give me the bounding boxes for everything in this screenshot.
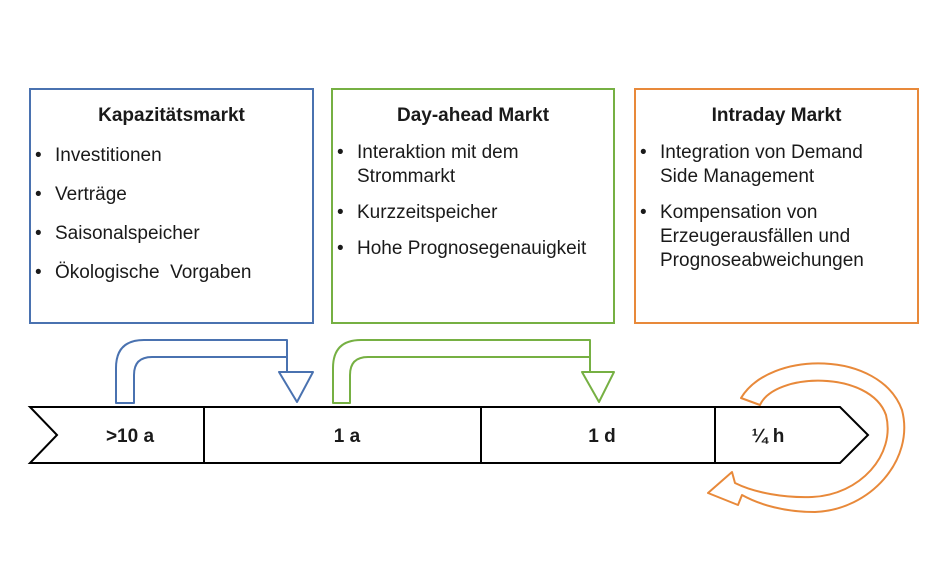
list-item: Kompensation von Erzeugerausfällen und P… [636,201,885,273]
market-item-list: Interaktion mit dem Strommarkt Kurzzeits… [333,141,613,261]
list-item: Ökologische Vorgaben [31,261,312,285]
market-title: Intraday Markt [711,105,842,126]
list-item: Hohe Prognosegenauigkeit [333,237,613,261]
market-item-list: Integration von Demand Side Management K… [636,141,917,273]
timeline-label-1a: 1 a [333,426,361,447]
market-title: Day-ahead Markt [396,105,550,126]
market-box-capacity: Kapazitätsmarkt Investitionen Verträge S… [29,88,314,324]
market-title: Kapazitätsmarkt [98,105,245,126]
market-item-list: Investitionen Verträge Saisonalspeicher … [31,144,312,285]
list-item: Integration von Demand Side Management [636,141,900,189]
list-item: Interaktion mit dem Strommarkt [333,141,557,189]
list-item: Saisonalspeicher [31,222,312,246]
green-transition-arrow [332,339,615,404]
orange-cycle-arrow [707,362,906,513]
blue-transition-arrow [115,339,314,404]
list-item: Verträge [31,183,312,207]
timeline-label-quarter-hour: ¼ h [751,426,785,447]
list-item: Kurzzeitspeicher [333,201,613,225]
timeline-label-1d: 1 d [588,426,616,447]
timeline-arrow [27,406,870,464]
market-box-intraday: Intraday Markt Integration von Demand Si… [634,88,919,324]
timeline-label-10a: >10 a [105,426,155,447]
market-box-day-ahead: Day-ahead Markt Interaktion mit dem Stro… [331,88,615,324]
list-item: Investitionen [31,144,312,168]
